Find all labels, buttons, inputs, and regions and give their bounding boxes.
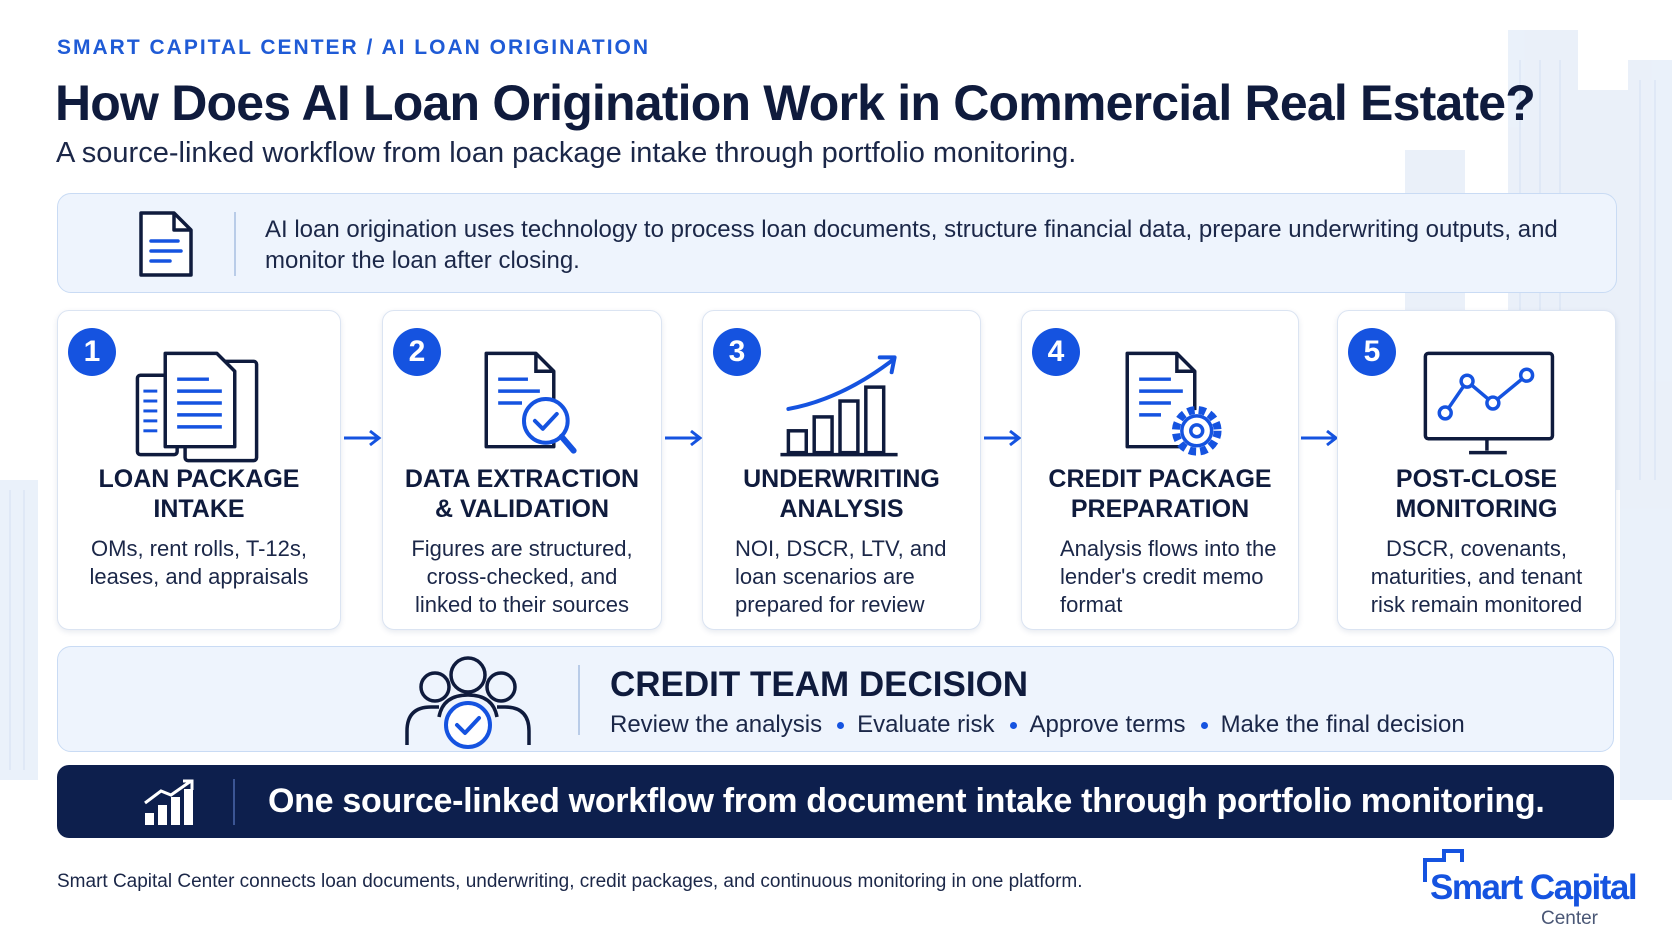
step-title: POST-CLOSE MONITORING (1395, 465, 1558, 523)
step-card-4: 4 CREDIT PACKAGE PREPARATION Analysis fl… (1021, 310, 1299, 630)
credit-team-decision-panel: CREDIT TEAM DECISION Review the analysis… (57, 646, 1614, 752)
step-description: DSCR, covenants, maturities, and tenant … (1370, 536, 1583, 617)
definition-text: AI loan origination uses technology to p… (265, 216, 1558, 274)
step-card-3: 3 UNDERWRITING ANALYSIS NOI, DSCR, LTV, … (702, 310, 981, 630)
decision-items: Review the analysis Evaluate risk Approv… (610, 711, 1465, 739)
step-title: UNDERWRITING ANALYSIS (743, 465, 940, 523)
bullet-dot (1009, 721, 1017, 729)
decision-divider (578, 665, 580, 735)
decision-title: CREDIT TEAM DECISION (610, 665, 1029, 704)
banner-divider (233, 779, 235, 825)
definition-divider (234, 212, 236, 276)
smart-capital-logo: Smart Capital Center (1418, 848, 1638, 929)
step-card-5: 5 POST-CLOSE MONITORING DSCR, covenants,… (1337, 310, 1616, 630)
decision-item: Evaluate risk (857, 711, 995, 738)
summary-banner: One source-linked workflow from document… (57, 765, 1614, 838)
step-number-badge: 1 (68, 328, 116, 376)
arrow-right-icon (344, 429, 382, 447)
step-title: CREDIT PACKAGE PREPARATION (1048, 465, 1272, 523)
arrow-right-icon (984, 429, 1022, 447)
decision-item: Approve terms (1029, 711, 1186, 738)
step-description: Analysis flows into the lender's credit … (1060, 536, 1277, 617)
step-number-badge: 5 (1348, 328, 1396, 376)
document-gear-icon (1125, 351, 1222, 456)
arrow-right-icon (1301, 429, 1339, 447)
arrow-right-icon (665, 429, 703, 447)
step-title: DATA EXTRACTION & VALIDATION (404, 465, 640, 523)
footer-text: Smart Capital Center connects loan docum… (57, 871, 1083, 892)
step-number-badge: 3 (713, 328, 761, 376)
definition-box: AI loan origination uses technology to p… (57, 193, 1617, 293)
step-card-1: 1 LOAN PACKAGE INTAKE OMs, rent rolls, T… (57, 310, 341, 630)
page-title: How Does AI Loan Origination Work in Com… (55, 75, 1536, 131)
step-title: LOAN PACKAGE INTAKE (98, 465, 300, 523)
team-check-icon (405, 656, 531, 749)
step-number-badge: 4 (1032, 328, 1080, 376)
step-description: Figures are structured, cross-checked, a… (411, 536, 633, 617)
eyebrow-label: SMART CAPITAL CENTER / AI LOAN ORIGINATI… (57, 36, 651, 59)
monitor-chart-icon (1423, 351, 1555, 455)
logo-subtext: Center (1540, 908, 1598, 929)
step-description: NOI, DSCR, LTV, and loan scenarios are p… (735, 536, 947, 617)
logo-wordmark: Smart Capital (1430, 868, 1638, 907)
banner-text: One source-linked workflow from document… (268, 782, 1545, 820)
documents-stack-icon (135, 351, 259, 463)
decision-item: Make the final decision (1220, 711, 1465, 738)
page-subtitle: A source-linked workflow from loan packa… (56, 137, 1077, 169)
document-check-icon (484, 351, 577, 454)
step-card-2: 2 DATA EXTRACTION & VALIDATION Figures a… (382, 310, 662, 630)
bullet-dot (1200, 721, 1208, 729)
document-icon (139, 211, 193, 277)
step-description: OMs, rent rolls, T-12s, leases, and appr… (89, 536, 309, 589)
decision-item: Review the analysis (610, 711, 823, 738)
logo-mark-icon (1423, 849, 1464, 882)
step-number-badge: 2 (393, 328, 441, 376)
bar-chart-trend-icon (780, 355, 898, 457)
growth-chart-icon (144, 779, 194, 825)
bullet-dot (837, 721, 845, 729)
